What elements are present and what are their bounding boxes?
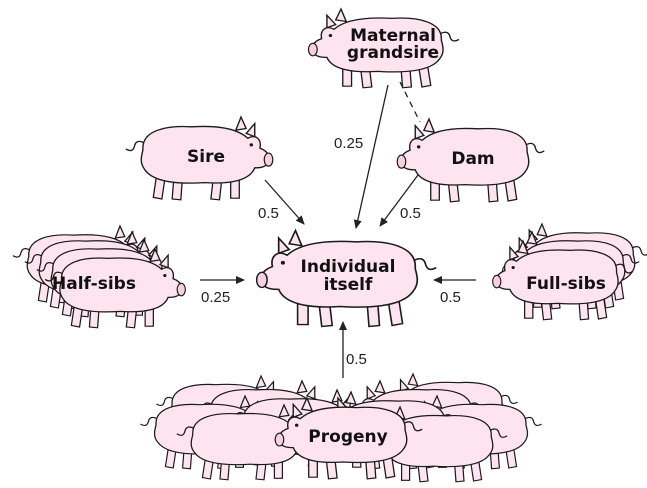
arrow-grandsire-to-individual	[356, 85, 388, 228]
maternal-grandsire-node: Maternal grandsire	[308, 9, 458, 88]
sire-label: Sire	[187, 147, 225, 167]
individual-label-line1: Individual	[301, 257, 396, 277]
half-sibs-node: Half-sibs	[13, 226, 186, 328]
progeny-node: Progeny	[140, 374, 541, 482]
progeny-label: Progeny	[308, 427, 387, 447]
edge-label-halfsibs: 0.25	[201, 289, 230, 306]
full-sibs-node: Full-sibs	[493, 224, 647, 320]
half-sibs-label: Half-sibs	[52, 274, 136, 294]
dam-label: Dam	[451, 149, 494, 169]
edge-label-grandsire: 0.25	[334, 135, 363, 152]
maternal-grandsire-label-line2: grandsire	[347, 43, 439, 63]
individual-node: Individual itself	[257, 231, 437, 327]
individual-label-line2: itself	[324, 275, 373, 295]
dam-node: Dam	[397, 119, 544, 202]
edge-label-sire: 0.5	[258, 205, 279, 222]
edge-label-dam: 0.5	[400, 205, 421, 222]
edge-label-progeny: 0.5	[346, 351, 367, 368]
full-sibs-label: Full-sibs	[526, 274, 606, 294]
sire-node: Sire	[126, 117, 273, 200]
edge-label-fullsibs: 0.5	[440, 289, 461, 306]
